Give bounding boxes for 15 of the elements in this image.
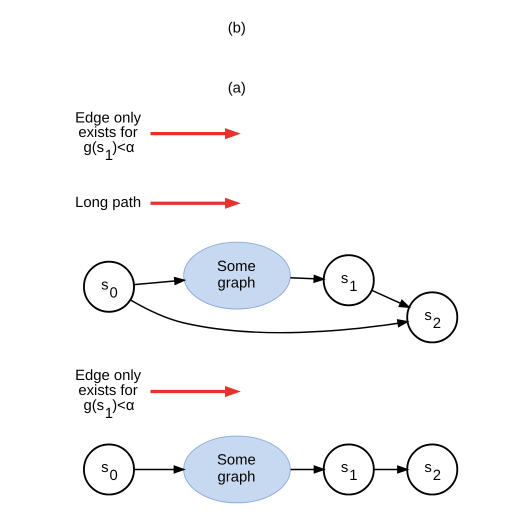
arrow	[150, 128, 240, 140]
arrow	[150, 198, 240, 209]
arrow	[130, 299, 410, 334]
arrow	[290, 274, 326, 284]
node-ellipse: Some graph	[182, 436, 290, 504]
arrow	[371, 290, 411, 308]
label: (b)	[227, 20, 246, 36]
arrow	[134, 465, 186, 474]
label: (a)	[227, 80, 246, 97]
arrow	[374, 465, 409, 474]
arrow	[290, 465, 326, 474]
arrow	[134, 276, 186, 286]
node-ellipse: Some graph	[182, 242, 290, 310]
arrow	[150, 386, 240, 398]
node-text: Long path	[74, 194, 141, 211]
